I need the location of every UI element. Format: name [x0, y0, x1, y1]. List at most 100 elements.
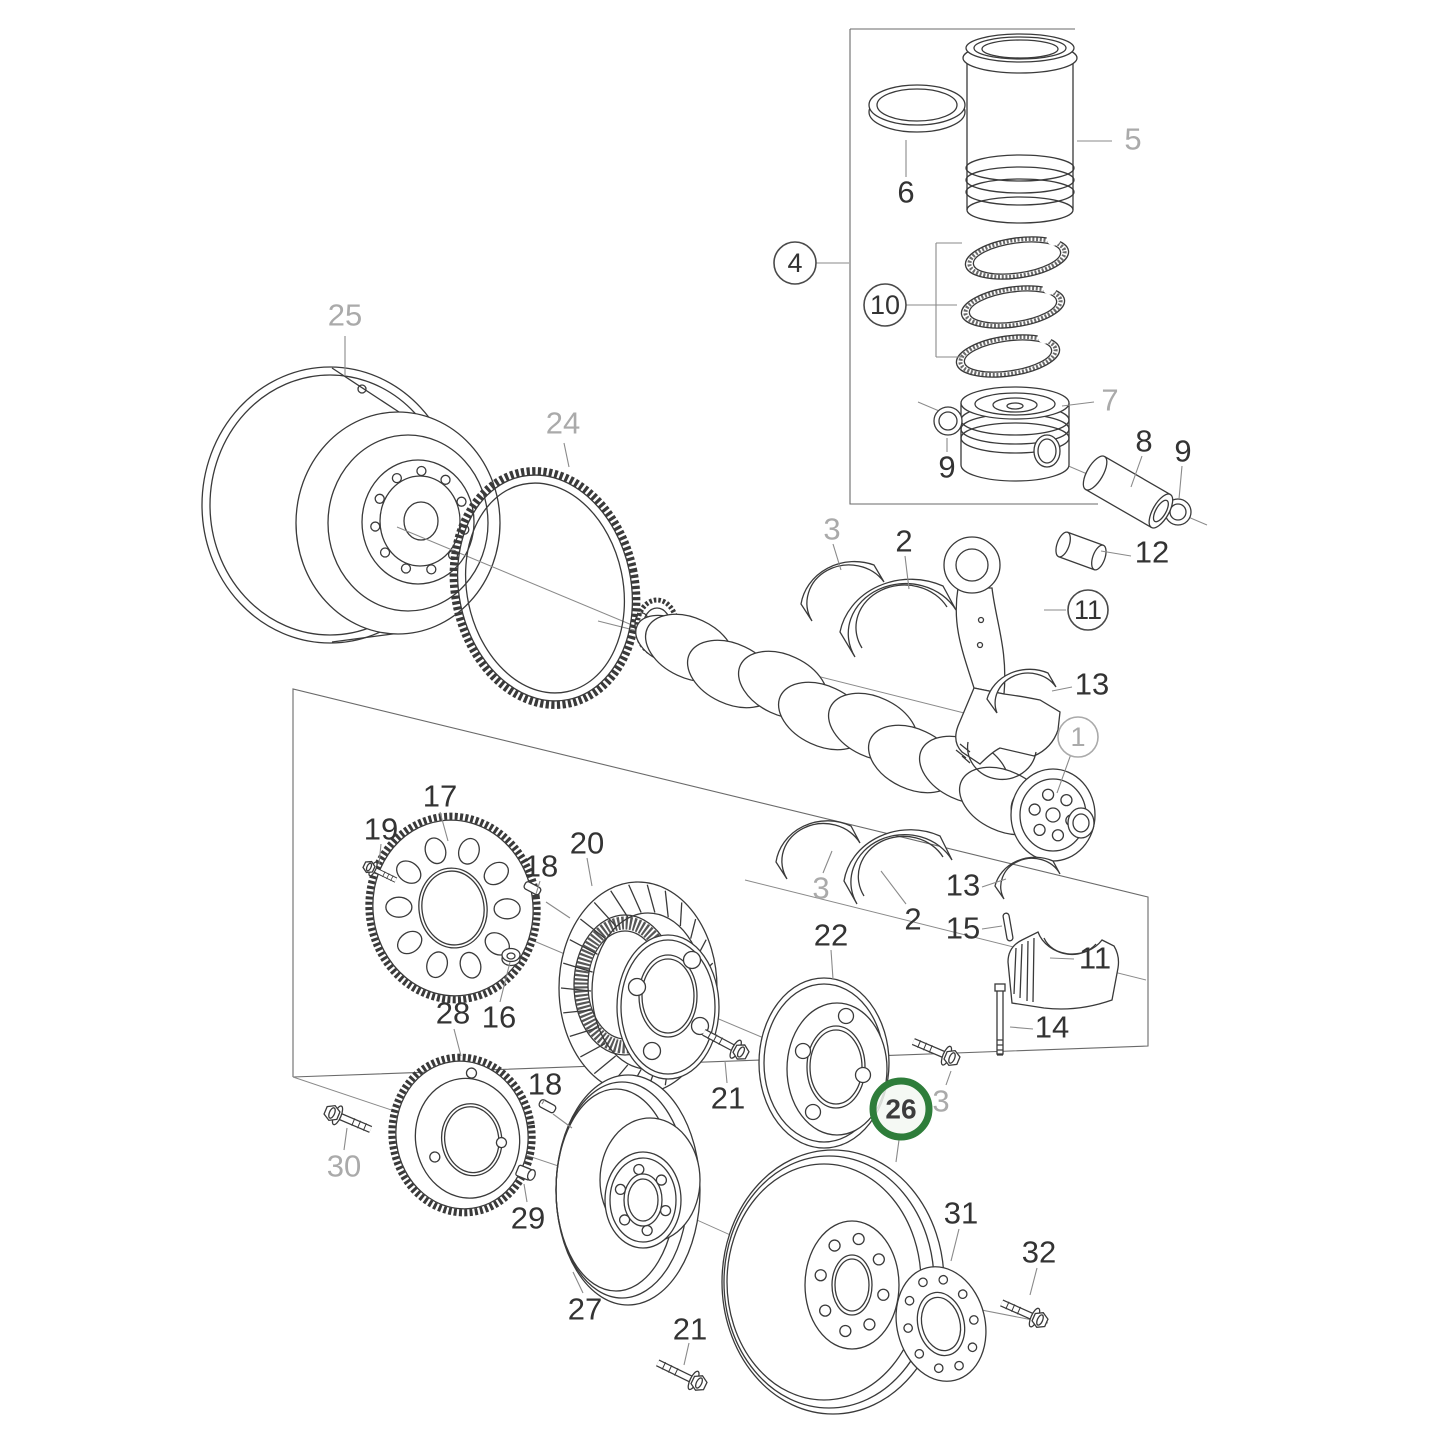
callout-10[interactable]: 10: [863, 283, 907, 327]
part-big-end-bearing-13-lower: [994, 856, 1061, 900]
callout-label: 15: [946, 911, 980, 946]
part-big-end-bearing-13-upper: [986, 668, 1057, 714]
callout-circle: [1067, 589, 1109, 631]
callout-8[interactable]: 8: [1135, 424, 1152, 459]
parts-layer: [201, 33, 1192, 1415]
callout-label: 25: [328, 298, 362, 333]
callout-label: 9: [1174, 434, 1191, 469]
callout-label: 27: [568, 1292, 602, 1327]
callout-32[interactable]: 32: [1022, 1235, 1056, 1270]
callout-3a[interactable]: 3: [823, 512, 840, 547]
callout-28[interactable]: 28: [436, 996, 470, 1031]
callout-label: 2: [904, 902, 921, 937]
callout-label: 29: [511, 1201, 545, 1236]
callout-2a[interactable]: 2: [895, 524, 912, 559]
callout-16[interactable]: 16: [482, 1000, 516, 1035]
callout-label: 10: [870, 290, 900, 320]
callout-label: 28: [436, 996, 470, 1031]
callout-15[interactable]: 15: [946, 911, 980, 946]
callout-label: 22: [814, 918, 848, 953]
callout-label: 30: [327, 1149, 361, 1184]
callout-18a[interactable]: 18: [524, 849, 558, 884]
callout-label: 2: [895, 524, 912, 559]
selected-part-highlight-ring: [869, 1077, 933, 1141]
callout-7[interactable]: 7: [1101, 383, 1118, 418]
part-main-bearing-2-lower: [843, 829, 953, 905]
callout-label: 6: [897, 175, 914, 210]
callout-5[interactable]: 5: [1124, 122, 1141, 157]
callout-label: 8: [1135, 424, 1152, 459]
part-bolt-21-lower: [656, 1359, 708, 1391]
callout-11b[interactable]: 11: [1079, 941, 1111, 976]
part-bolt-32: [1000, 1299, 1049, 1328]
callout-23[interactable]: 3: [932, 1084, 949, 1119]
callout-24[interactable]: 24: [546, 406, 580, 441]
callout-31[interactable]: 31: [944, 1196, 978, 1231]
callout-13a[interactable]: 13: [1075, 667, 1109, 702]
part-dowel-pin-15: [1002, 912, 1014, 942]
callout-25[interactable]: 25: [328, 298, 362, 333]
callout-circle: [863, 283, 907, 327]
part-piston-pin-8: [1082, 455, 1174, 529]
part-key-18b: [538, 1099, 557, 1114]
callout-19[interactable]: 19: [364, 812, 398, 847]
leader-lines: [343, 140, 1183, 1366]
part-main-bearing-2-upper: [839, 578, 957, 658]
callout-30[interactable]: 30: [327, 1149, 361, 1184]
callout-label: 1: [1070, 722, 1085, 752]
callout-21b[interactable]: 21: [673, 1312, 707, 1347]
part-sprocket-17: [365, 812, 541, 1004]
callout-label: 24: [546, 406, 580, 441]
callout-label: 18: [528, 1067, 562, 1102]
part-cylinder-liner-5: [962, 33, 1078, 224]
callout-label: 11: [1079, 941, 1111, 976]
callout-18b[interactable]: 18: [528, 1067, 562, 1102]
callout-1[interactable]: 1: [1057, 716, 1099, 758]
callout-20[interactable]: 20: [570, 826, 604, 861]
callout-9b[interactable]: 9: [1174, 434, 1191, 469]
callout-13b[interactable]: 13: [946, 868, 980, 903]
callout-4[interactable]: 4: [773, 241, 817, 285]
callout-11a[interactable]: 11: [1067, 589, 1109, 631]
callout-label: 21: [711, 1081, 745, 1116]
callout-6[interactable]: 6: [897, 175, 914, 210]
callout-9a[interactable]: 9: [938, 450, 955, 485]
callout-label: 11: [1074, 595, 1102, 625]
callout-label: 13: [1075, 667, 1109, 702]
part-bolt-21-upper: [702, 1028, 750, 1060]
callout-circle: [773, 241, 817, 285]
callout-label: 18: [524, 849, 558, 884]
part-washer-16: [501, 947, 521, 967]
part-bearing-cap-11: [1007, 931, 1120, 1010]
callout-27[interactable]: 27: [568, 1292, 602, 1327]
part-pulley-27: [555, 1074, 701, 1306]
callout-12[interactable]: 12: [1135, 535, 1169, 570]
callout-14[interactable]: 14: [1035, 1010, 1069, 1045]
box4-left-bottom: [849, 29, 1098, 505]
part-flange-31: [895, 1266, 987, 1382]
part-bolt-23: [911, 1038, 961, 1067]
part-circlip-9-left: [933, 406, 963, 436]
part-connecting-rod-11: [943, 536, 1061, 780]
callout-label: 12: [1135, 535, 1169, 570]
callout-26[interactable]: 26: [869, 1077, 933, 1141]
callout-3b[interactable]: 3: [812, 871, 829, 906]
callout-label: 9: [938, 450, 955, 485]
callout-17[interactable]: 17: [423, 779, 457, 814]
callout-21a[interactable]: 21: [711, 1081, 745, 1116]
part-cap-stud-14: [994, 983, 1006, 1056]
part-crankshaft-1: [634, 597, 1096, 862]
callout-29[interactable]: 29: [511, 1201, 545, 1236]
part-main-bearing-3-lower: [775, 820, 861, 880]
callout-label: 7: [1101, 383, 1118, 418]
callout-2b[interactable]: 2: [904, 902, 921, 937]
callout-label: 13: [946, 868, 980, 903]
part-piston-rings-10: [955, 231, 1070, 378]
callout-label: 5: [1124, 122, 1141, 157]
callout-label: 17: [423, 779, 457, 814]
part-pulley-20: [558, 881, 720, 1095]
part-sprocket-28: [388, 1053, 536, 1217]
part-ring-gear-24: [449, 467, 641, 709]
callout-22[interactable]: 22: [814, 918, 848, 953]
